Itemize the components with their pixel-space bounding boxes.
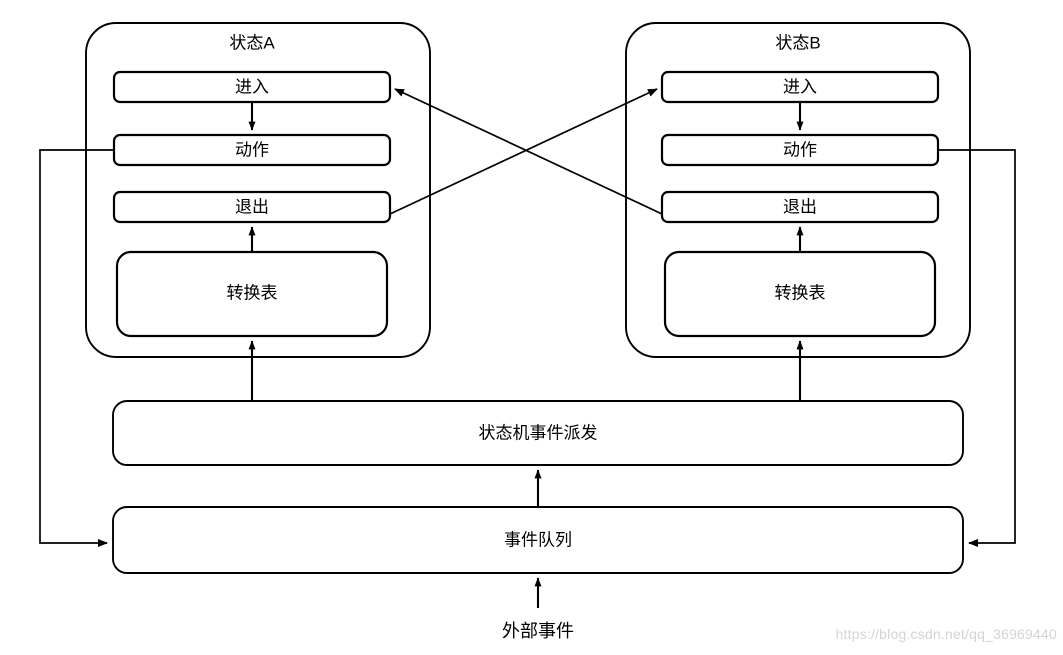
dispatcher-group[interactable]: 状态机事件派发	[112, 400, 964, 466]
state-a-transition-table-label: 转换表	[227, 283, 278, 302]
edge-state-a-action-to-queue	[39, 149, 114, 547]
edge-state-b-action-to-queue	[938, 149, 1016, 547]
state-b-container[interactable]	[625, 22, 971, 358]
edge-a-exit-to-b-enter	[389, 88, 658, 215]
dispatcher-label: 状态机事件派发	[479, 423, 598, 442]
edge-b-exit-to-a-enter	[394, 88, 663, 215]
state-b-group[interactable]: 状态B 进入 动作 退出 转换表	[625, 22, 971, 358]
event-queue-label: 事件队列	[504, 530, 572, 549]
state-a-exit-box[interactable]	[112, 190, 392, 224]
state-a-enter-label: 进入	[235, 77, 269, 96]
state-b-transition-table-label: 转换表	[775, 283, 826, 302]
state-a-exit-label: 退出	[235, 197, 269, 216]
state-a-action-label: 动作	[235, 140, 269, 159]
watermark-text: https://blog.csdn.net/qq_36969440	[835, 626, 1057, 642]
dispatcher-box[interactable]	[112, 400, 964, 466]
state-a-container[interactable]	[85, 22, 431, 358]
state-b-title: 状态B	[775, 33, 820, 52]
event-queue-group[interactable]: 事件队列	[112, 506, 964, 574]
state-a-title: 状态A	[229, 33, 275, 52]
state-b-exit-label: 退出	[783, 197, 817, 216]
state-a-group[interactable]: 状态A 进入 动作 退出 转换表	[85, 22, 431, 358]
state-b-enter-label: 进入	[783, 77, 817, 96]
state-b-action-label: 动作	[783, 140, 817, 159]
external-event-label: 外部事件	[502, 621, 574, 641]
state-b-exit-box[interactable]	[660, 190, 940, 224]
